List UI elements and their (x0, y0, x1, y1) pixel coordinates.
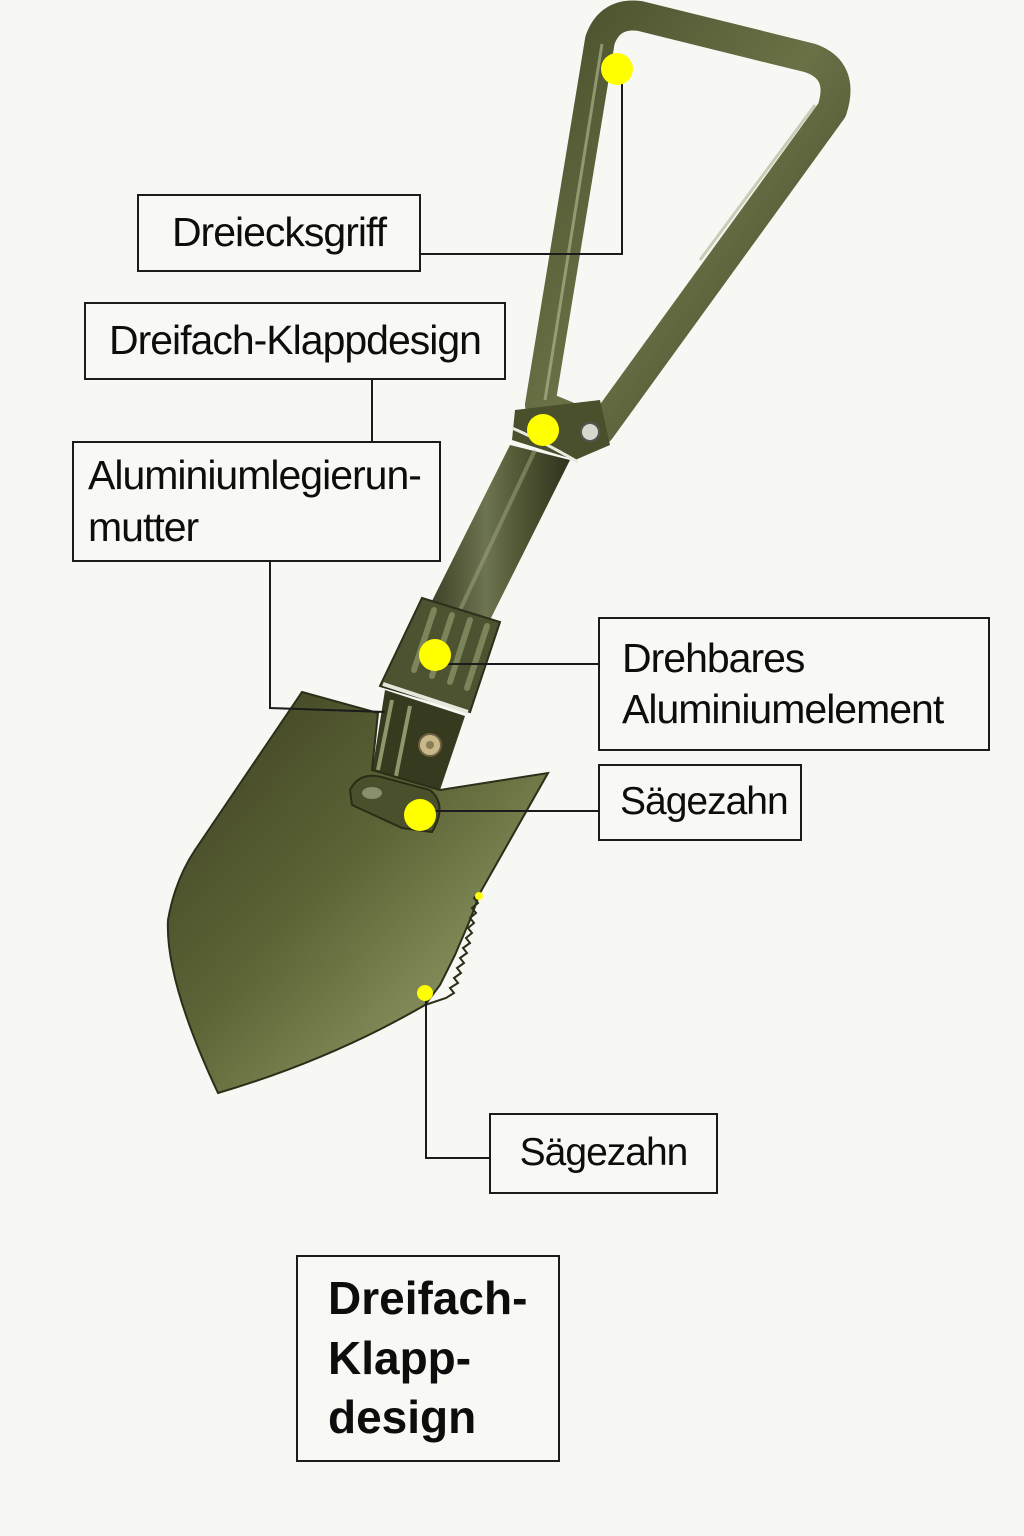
callout-label: Sägezahn (620, 780, 789, 824)
leader-saw2 (425, 993, 489, 1159)
callout-label: Drehbares Aluminiumelement (622, 634, 944, 732)
callout-label: Aluminiumlegierun- mutter (88, 452, 422, 550)
diagram-title: Dreifach- Klapp- design (296, 1255, 560, 1462)
marker-saw-top (475, 892, 483, 900)
callout-saegezahn-2: Sägezahn (489, 1113, 718, 1194)
shovel-blade (166, 690, 550, 1095)
marker-grip (601, 53, 633, 85)
callout-saegezahn-1: Sägezahn (598, 764, 802, 841)
triangle-grip (525, 0, 851, 445)
leader-nut (269, 562, 386, 713)
grip-hinge (511, 400, 610, 464)
callout-drehbares-aluminiumelement: Drehbares Aluminiumelement (598, 617, 990, 751)
callout-markers (404, 53, 633, 1001)
marker-saw1 (404, 799, 436, 831)
callout-dreiecksgriff: Dreiecksgriff (137, 194, 421, 272)
blade-hinge (372, 690, 465, 790)
marker-rotate (419, 639, 451, 671)
callout-dreifach-klappdesign: Dreifach-Klappdesign (84, 302, 506, 380)
leader-grip (421, 69, 623, 255)
callout-aluminiumlegierungmutter: Aluminiumlegierun- mutter (72, 441, 441, 562)
callout-label: Dreiecksgriff (171, 209, 387, 256)
callout-label: Dreifach-Klappdesign (108, 317, 482, 364)
marker-saw2 (417, 985, 433, 1001)
callout-label: Sägezahn (519, 1131, 689, 1175)
leader-lines (269, 69, 623, 1159)
marker-fold (527, 414, 559, 446)
title-text: Dreifach- Klapp- design (328, 1271, 528, 1444)
shaft (430, 445, 570, 620)
